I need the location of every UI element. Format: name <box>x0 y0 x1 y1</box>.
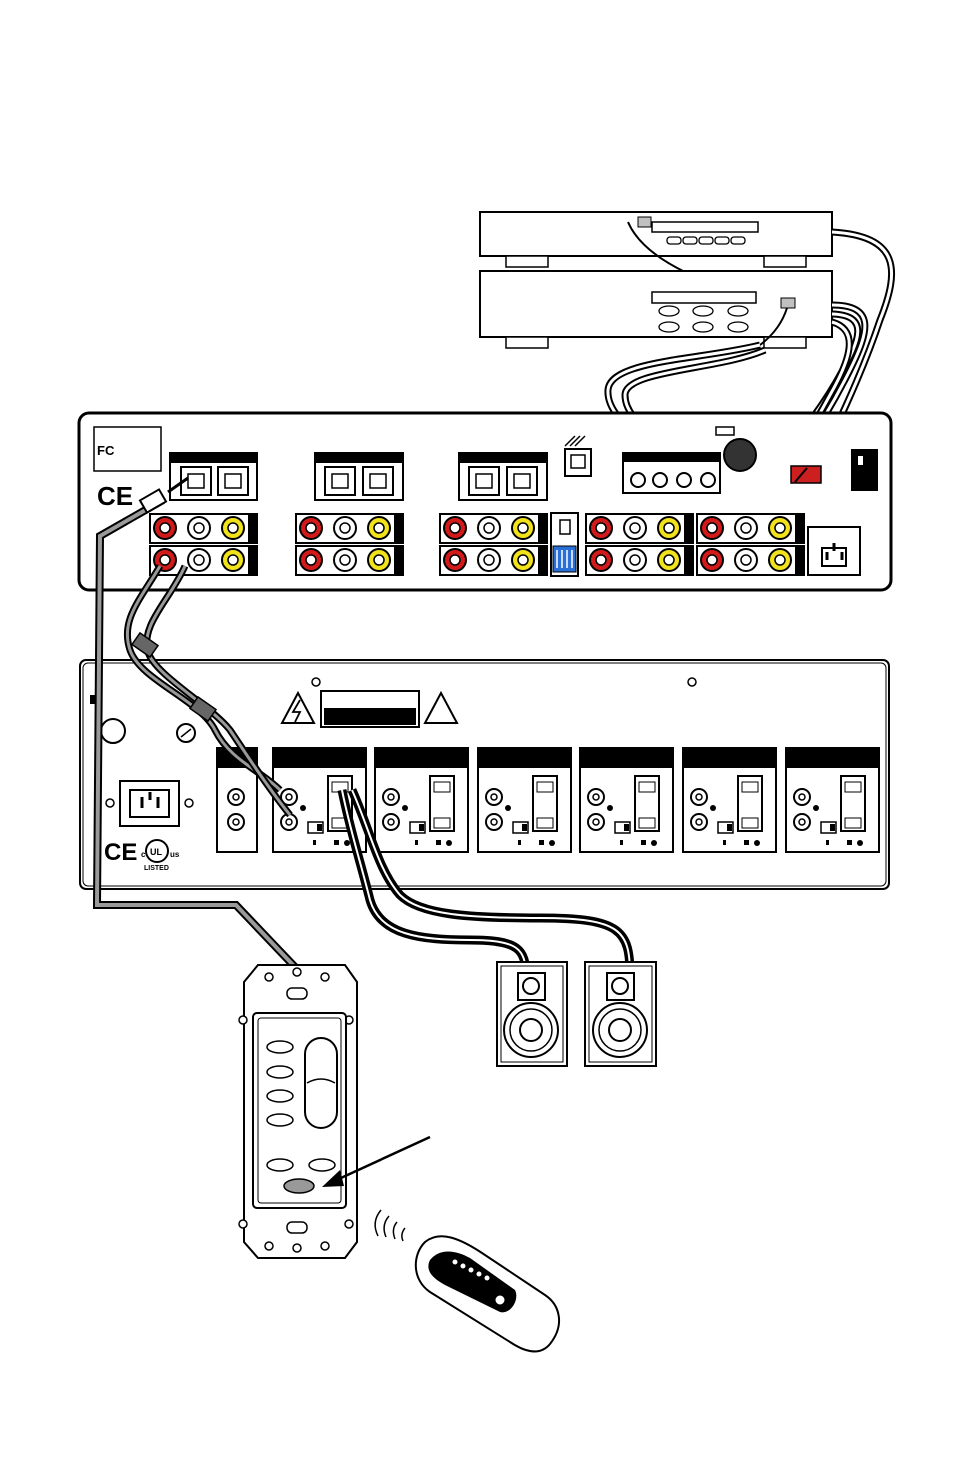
keypad-port-group-2 <box>315 453 403 500</box>
svg-text:LISTED: LISTED <box>144 865 169 872</box>
infrared-signal-icon <box>375 1210 405 1241</box>
speaker-left <box>497 962 567 1066</box>
amp-zone-module <box>375 748 468 852</box>
keypad-port-group-1 <box>170 453 257 500</box>
ir-receiver-window <box>284 1179 314 1193</box>
speaker-right <box>585 962 656 1066</box>
keypad-volume-rocker[interactable] <box>305 1038 337 1128</box>
amp-zone-module <box>786 748 879 852</box>
amplifier-unit: CE c UL us LISTED <box>80 660 889 889</box>
rca-jack-row-bottom <box>150 546 804 575</box>
source-component-top <box>480 212 832 272</box>
ce-logo-icon: CE <box>97 481 133 511</box>
rca-jack-row-top <box>150 514 804 543</box>
handheld-remote <box>416 1236 559 1351</box>
svg-text:c: c <box>141 850 146 859</box>
voltage-selector <box>791 466 821 483</box>
central-hub-unit: FC CE <box>79 413 891 590</box>
amp-zone-module <box>580 748 673 852</box>
power-switch[interactable] <box>851 449 878 491</box>
top-component-buttons <box>667 237 745 244</box>
amp-zone-module <box>683 748 776 852</box>
fcc-logo-icon: FC <box>97 443 115 458</box>
amp-power-inlet <box>106 781 193 826</box>
warning-label-plate <box>321 691 419 727</box>
keypad-port-group-3 <box>459 453 547 500</box>
svg-text:us: us <box>170 850 180 859</box>
amp-zone-module <box>478 748 571 852</box>
wall-keypad <box>239 965 357 1258</box>
dip-switch-block <box>551 513 578 576</box>
audio-input-jacks <box>623 453 720 493</box>
source-component-bottom <box>480 271 832 348</box>
hub-power-inlet <box>808 527 860 575</box>
amp-ce-logo-icon: CE <box>104 839 137 866</box>
svg-text:UL: UL <box>150 847 162 857</box>
